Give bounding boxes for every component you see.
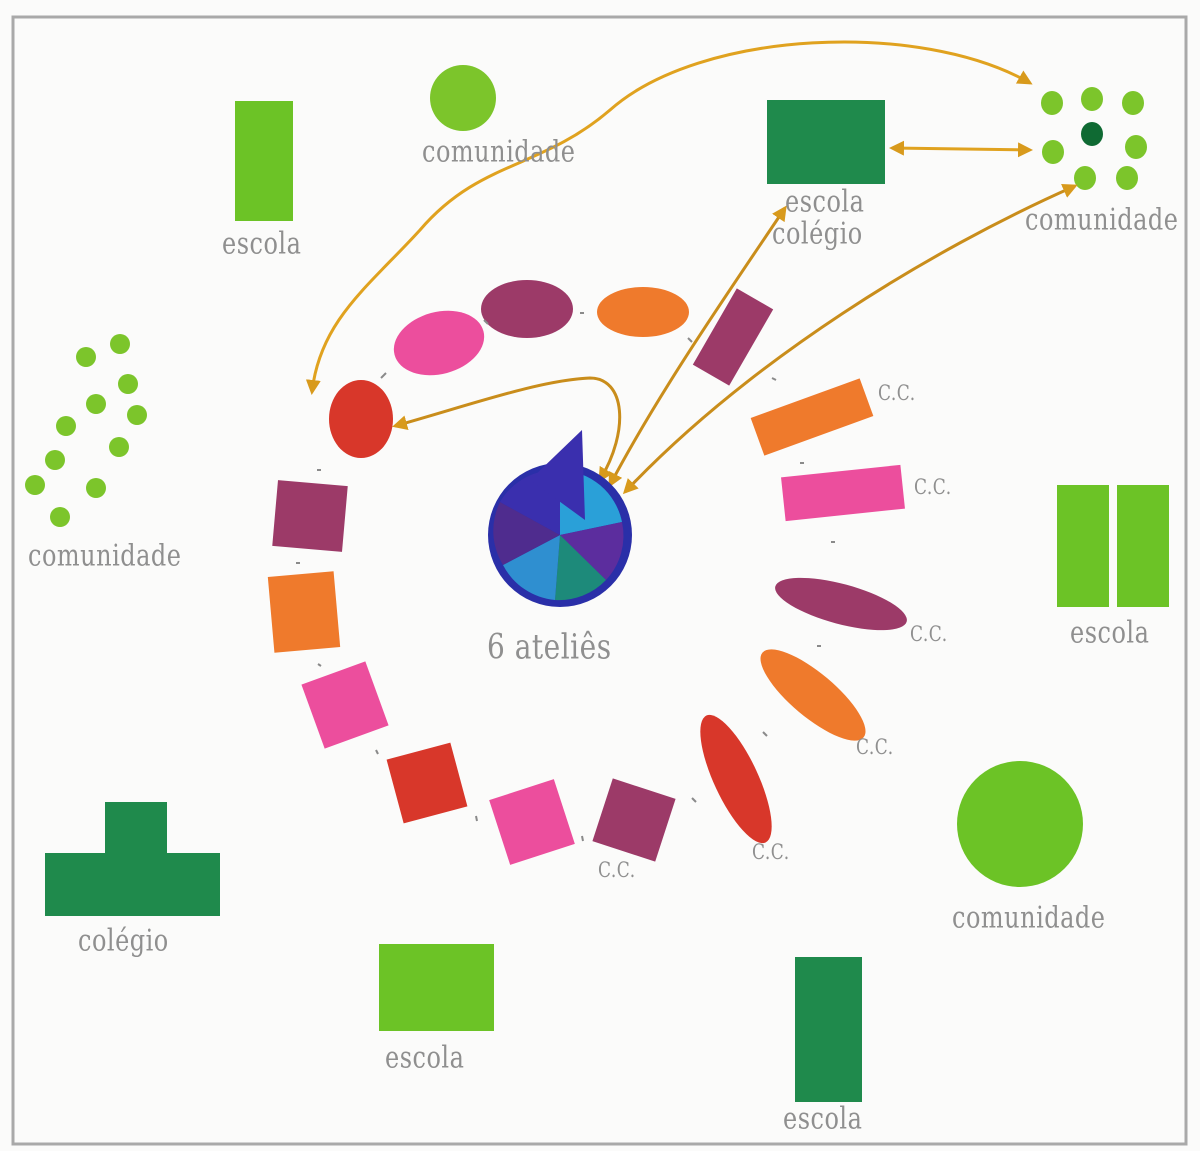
label-escola: escola — [1070, 615, 1149, 650]
label-cc: C.C. — [598, 858, 636, 883]
label-comunidade: comunidade — [422, 134, 575, 169]
college-block-icon — [45, 802, 220, 916]
label-escola: escola — [222, 226, 301, 261]
school-block-icon — [379, 944, 494, 1031]
cultural-center-icon — [268, 571, 340, 652]
community-dots-icon — [1041, 87, 1147, 190]
school-block-icon — [1057, 485, 1109, 607]
label-colegio: colégio — [772, 216, 863, 251]
cultural-center-icon — [387, 743, 468, 824]
community-circle-icon — [957, 761, 1083, 887]
cultural-center-icon — [489, 779, 575, 865]
cultural-center-icon — [686, 706, 785, 851]
label-escola: escola — [785, 184, 864, 219]
label-cc: C.C. — [914, 475, 952, 500]
label-escola: escola — [783, 1101, 862, 1136]
connection-arrow-icon — [312, 42, 1075, 492]
label-colegio: colégio — [78, 923, 169, 958]
school-block-icon — [767, 100, 885, 184]
cultural-center-icon — [781, 465, 905, 521]
community-dots-icon — [25, 334, 147, 527]
school-block-icon — [1117, 485, 1169, 607]
label-hub: 6 ateliês — [487, 626, 612, 667]
label-escola: escola — [385, 1040, 464, 1075]
label-cc: C.C. — [878, 381, 916, 406]
community-circle-icon — [430, 65, 496, 131]
school-block-icon — [795, 957, 862, 1102]
label-cc: C.C. — [856, 735, 894, 760]
label-cc: C.C. — [752, 840, 790, 865]
cultural-center-icon — [592, 778, 675, 861]
cultural-center-icon — [481, 280, 573, 338]
label-comunidade: comunidade — [1025, 202, 1178, 237]
label-comunidade: comunidade — [952, 900, 1105, 935]
cultural-center-icon — [597, 287, 689, 337]
cultural-center-icon — [301, 661, 388, 748]
cultural-center-icon — [329, 380, 393, 458]
cultural-center-icon — [272, 480, 347, 552]
cultural-center-icon — [770, 567, 912, 641]
label-comunidade: comunidade — [28, 538, 181, 573]
school-block-icon — [235, 101, 293, 221]
label-cc: C.C. — [910, 622, 948, 647]
cultural-center-icon — [387, 301, 492, 385]
cultural-center-icon — [751, 378, 874, 455]
